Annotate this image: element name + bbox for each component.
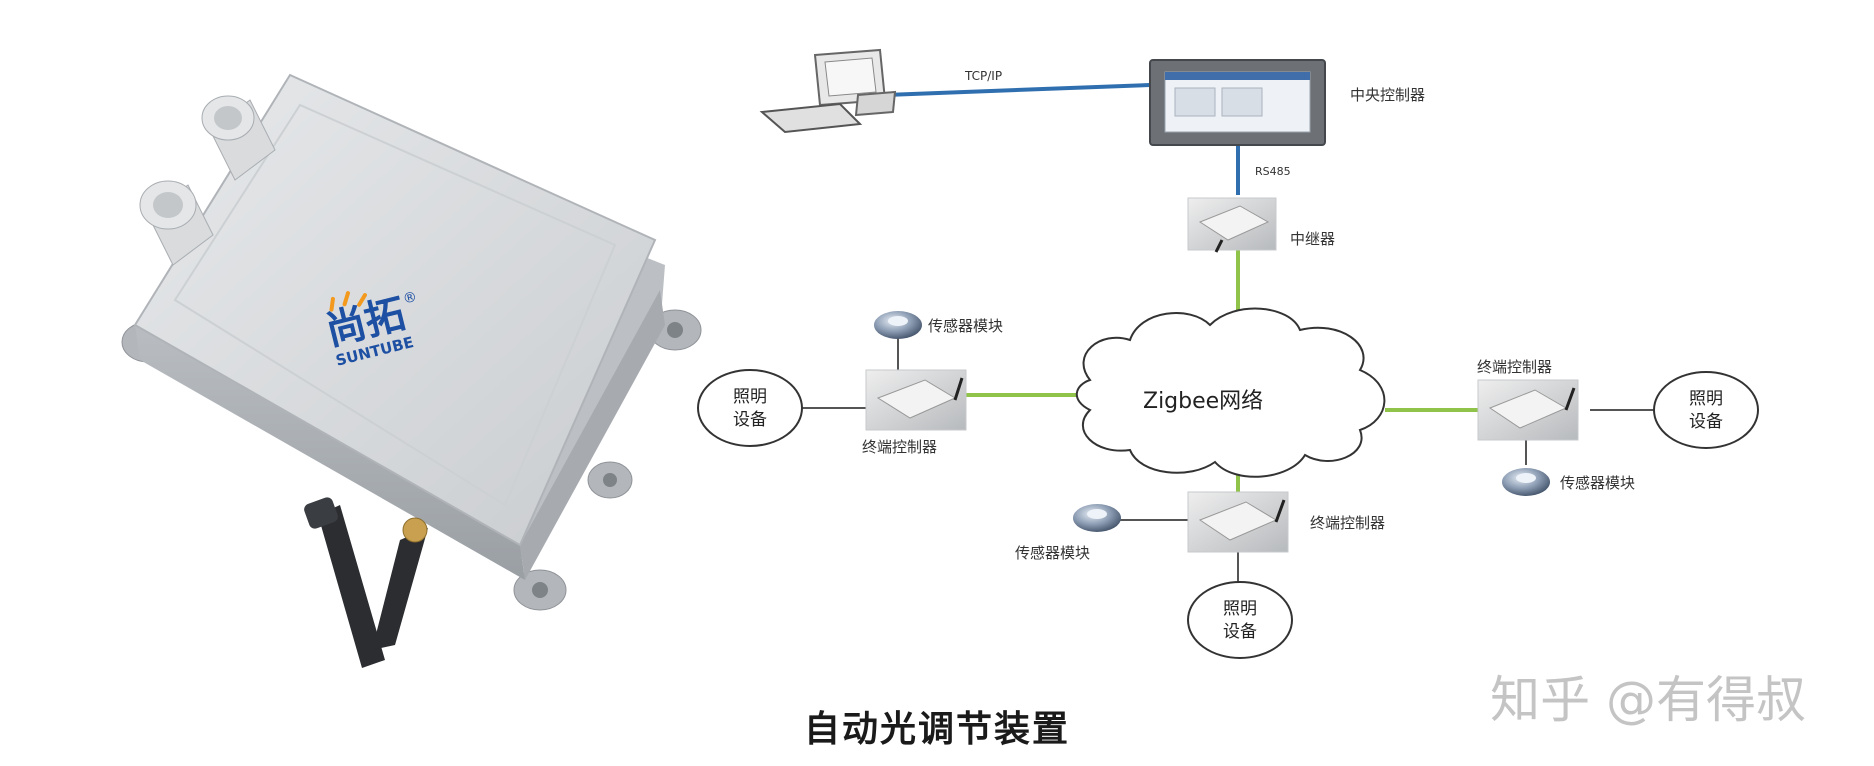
cable-gland-bottom — [139, 180, 214, 266]
tcpip-link — [884, 83, 1151, 97]
computer-icon — [759, 48, 897, 134]
sensor-bottom-label: 传感器模块 — [1015, 544, 1090, 562]
lighting-left-line1: 照明 — [733, 387, 767, 407]
cable-gland-top — [201, 95, 276, 181]
sensor-left-label: 传感器模块 — [928, 317, 1003, 335]
rs485-label: RS485 — [1255, 165, 1291, 178]
sensor-right-label: 传感器模块 — [1560, 474, 1635, 492]
lighting-left-line2: 设备 — [733, 410, 767, 430]
lighting-device-bottom: 照明 设备 — [1187, 581, 1293, 659]
terminal-bottom-label: 终端控制器 — [1310, 514, 1385, 532]
lighting-right-line1: 照明 — [1689, 389, 1723, 409]
terminal-right-label: 终端控制器 — [1477, 358, 1552, 376]
terminal-left-label: 终端控制器 — [862, 438, 937, 456]
sensor-right-icon — [1502, 468, 1550, 496]
figure-caption: 自动光调节装置 — [803, 709, 1070, 750]
lighting-device-right: 照明 设备 — [1653, 371, 1759, 449]
watermark: 知乎 @有得叔 — [1490, 671, 1806, 729]
lighting-right-line2: 设备 — [1689, 412, 1723, 432]
repeater-label: 中继器 — [1290, 230, 1335, 248]
terminal-controller-bottom-icon — [1187, 491, 1289, 553]
zigbee-network-label: Zigbee网络 — [1143, 389, 1263, 414]
sensor-bottom-icon — [1073, 504, 1121, 532]
repeater-icon — [1187, 197, 1277, 253]
central-controller-label: 中央控制器 — [1350, 86, 1425, 104]
sensor-left-icon — [874, 311, 922, 339]
controller-enclosure-photo: 尚拓 ® SUNTUBE — [121, 73, 702, 668]
lighting-bottom-line2: 设备 — [1223, 622, 1257, 642]
terminal-controller-right-icon — [1477, 379, 1579, 441]
antenna-icon — [304, 497, 428, 668]
lighting-device-left: 照明 设备 — [697, 369, 803, 447]
central-controller-icon — [1149, 59, 1326, 146]
tcpip-label: TCP/IP — [964, 69, 1002, 83]
terminal-controller-left-icon — [865, 369, 967, 431]
registered-mark: ® — [401, 289, 418, 308]
zigbee-network-cloud — [1075, 307, 1386, 478]
lighting-bottom-line1: 照明 — [1223, 599, 1257, 619]
